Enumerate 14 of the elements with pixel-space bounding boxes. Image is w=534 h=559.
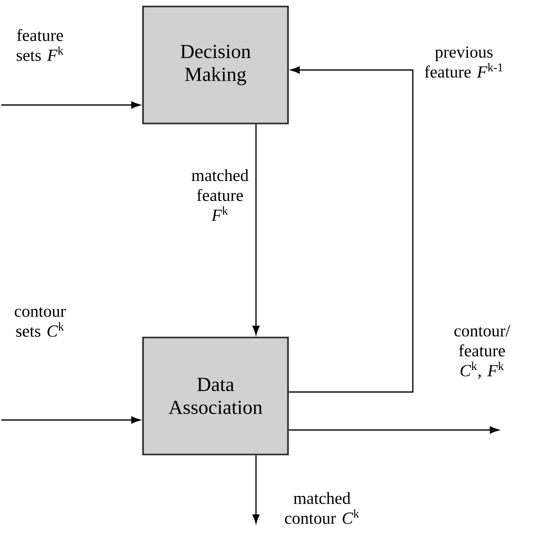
arrow	[288, 426, 499, 434]
arrow	[252, 124, 260, 335]
arrow	[1, 101, 140, 109]
edge-label: matched feature F$^{k}$	[188, 168, 252, 222]
arrow	[1, 416, 140, 424]
process-box: Decision Making	[142, 6, 289, 124]
edge-label: previous feature F$^{k-1}$	[423, 45, 505, 79]
edge-label: contour sets C$^{k}$	[8, 306, 72, 338]
arrow	[288, 66, 414, 393]
edge-label: feature sets F$^{k}$	[8, 28, 72, 62]
edge-label: contour/ feature C$^{k}$, F$^{k}$	[441, 324, 523, 380]
edge-label: matched contour C$^{k}$	[276, 491, 368, 525]
arrow	[252, 455, 260, 524]
process-box: Data Association	[142, 336, 289, 456]
